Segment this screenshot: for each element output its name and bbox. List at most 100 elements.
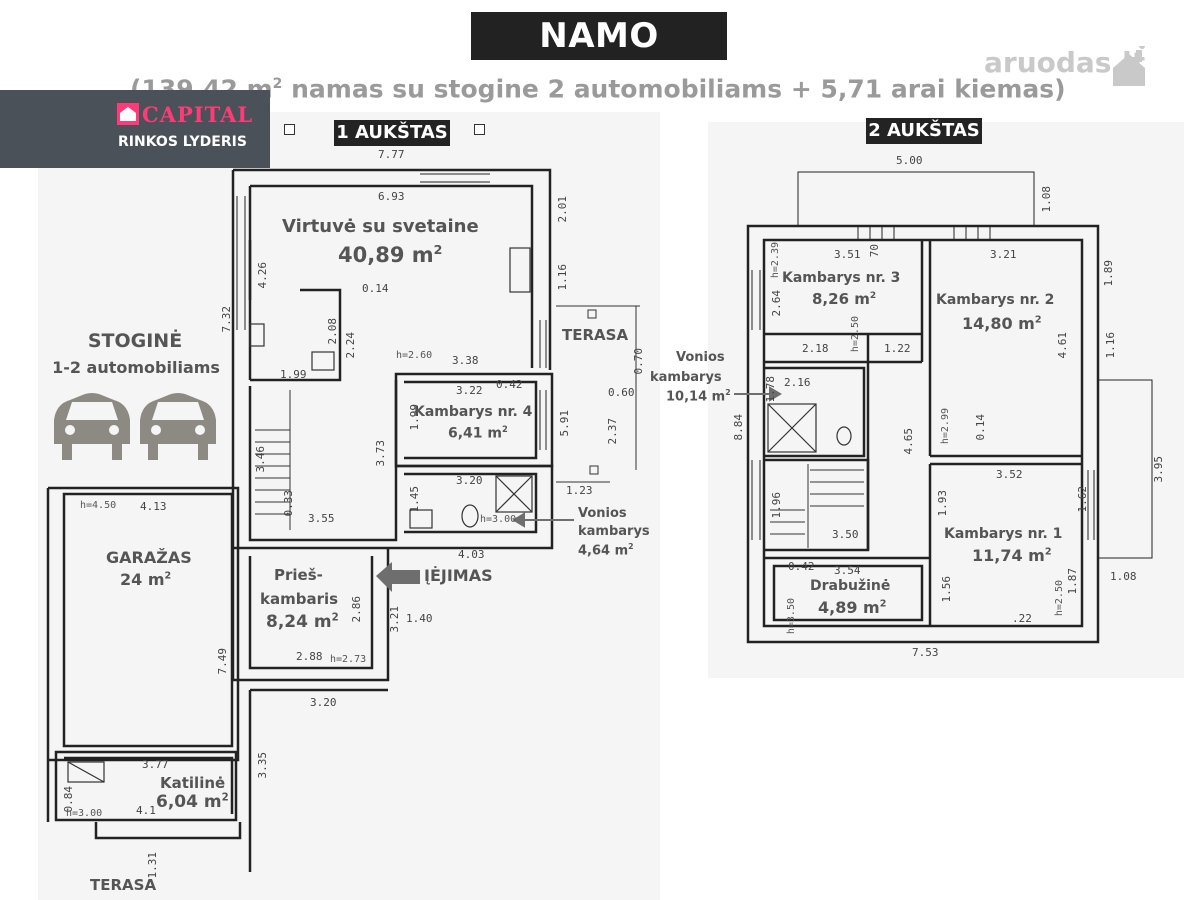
dim: 1.45 bbox=[408, 486, 421, 513]
height-note: h=2.50 bbox=[850, 316, 861, 353]
dim: 3.21 bbox=[388, 606, 401, 633]
room3-area-value: 8,26 m bbox=[812, 290, 870, 308]
dim: 5.00 bbox=[896, 154, 923, 167]
dim: 7.53 bbox=[912, 646, 939, 659]
dim: 0.42 bbox=[496, 378, 523, 391]
marker-square bbox=[474, 124, 485, 135]
room2-area-value: 14,80 m bbox=[962, 314, 1035, 333]
car-icon bbox=[54, 392, 130, 460]
hall-area-unit: 2 bbox=[331, 612, 339, 624]
house-icon bbox=[1113, 46, 1145, 86]
agency-logo: CAPITAL RINKOS LYDERIS bbox=[0, 90, 270, 168]
room1-area-unit: 2 bbox=[1044, 546, 1052, 558]
dim: 4.13 bbox=[140, 500, 167, 513]
dim: 8.84 bbox=[732, 414, 745, 441]
room2-area: 14,80 m2 bbox=[962, 314, 1042, 333]
height-note: h=3.00 bbox=[480, 514, 517, 525]
dim: 3.21 bbox=[990, 248, 1017, 261]
dim: 2.24 bbox=[344, 332, 357, 359]
bath2-area-value: 10,14 m bbox=[666, 389, 726, 405]
dim: 3.35 bbox=[256, 752, 269, 779]
dim: 4.61 bbox=[1056, 332, 1069, 359]
terrace-bottom-label: TERASA bbox=[90, 876, 157, 894]
dim: 6.93 bbox=[378, 190, 405, 203]
kitchen-area-unit: 2 bbox=[433, 242, 443, 257]
bath2-area: 10,14 m2 bbox=[666, 388, 731, 404]
height-note: h=2.99 bbox=[940, 408, 951, 445]
dim: 2.18 bbox=[802, 342, 829, 355]
boiler-area-value: 6,04 m bbox=[156, 792, 222, 812]
dim: 1.31 bbox=[146, 852, 159, 879]
dim: 5.91 bbox=[558, 410, 571, 437]
dim: 2.01 bbox=[556, 196, 569, 223]
dim: 4.26 bbox=[256, 262, 269, 289]
room3-area-unit: 2 bbox=[869, 291, 877, 301]
garage-area-value: 24 m bbox=[120, 570, 165, 589]
dim: 0.42 bbox=[788, 560, 815, 573]
kitchen-area: 40,89 m2 bbox=[338, 242, 442, 267]
dim: 1.08 bbox=[1040, 186, 1053, 213]
garage-area: 24 m2 bbox=[120, 570, 171, 589]
kitchen-area-value: 40,89 m bbox=[338, 243, 434, 267]
floor1-label: 1 AUKŠTAS bbox=[334, 120, 450, 146]
bath1-area: 4,64 m2 bbox=[578, 542, 634, 558]
bath1-area-value: 4,64 m bbox=[578, 543, 629, 559]
dim: 4.03 bbox=[458, 548, 485, 561]
wardrobe-area-value: 4,89 m bbox=[818, 598, 880, 617]
boiler-name: Katilinė bbox=[160, 774, 226, 792]
dim: 1.99 bbox=[280, 368, 307, 381]
room2-area-unit: 2 bbox=[1034, 314, 1042, 326]
dim: 7.49 bbox=[216, 648, 229, 675]
dim: 3.54 bbox=[834, 564, 861, 577]
garage-area-unit: 2 bbox=[164, 570, 172, 582]
garage-name: GARAŽAS bbox=[106, 548, 192, 567]
carport-title: STOGINĖ bbox=[87, 330, 183, 352]
room4-area-unit: 2 bbox=[502, 424, 508, 434]
wardrobe-area: 4,89 m2 bbox=[818, 598, 886, 617]
dim: 3.46 bbox=[254, 446, 267, 473]
car-icon bbox=[140, 392, 216, 460]
dim: 0.70 bbox=[632, 348, 645, 375]
bath1-name2: kambarys bbox=[578, 524, 650, 539]
dim: 0.14 bbox=[362, 282, 389, 295]
carport-subtitle: 1-2 automobiliams bbox=[52, 358, 220, 377]
dim: 3.20 bbox=[310, 696, 337, 709]
boiler-area: 6,04 m2 bbox=[156, 792, 229, 812]
dim: 3.77 bbox=[142, 758, 169, 771]
kitchen-name: Virtuvė su svetaine bbox=[282, 216, 479, 237]
dim: 2.88 bbox=[296, 650, 323, 663]
room1-area: 11,74 m2 bbox=[972, 546, 1052, 565]
dim: 1.23 bbox=[566, 484, 593, 497]
dim: 7.32 bbox=[220, 306, 233, 333]
dim: 1.16 bbox=[1104, 332, 1117, 359]
terrace-top-label: TERASA bbox=[562, 326, 629, 344]
room4-area-value: 6,41 m bbox=[448, 425, 503, 442]
dim: 1.96 bbox=[770, 492, 783, 519]
dim: 1.99 bbox=[408, 404, 421, 431]
dim: 0.14 bbox=[974, 414, 987, 441]
hall-area-value: 8,24 m bbox=[266, 612, 332, 632]
page-subtitle: (139,42 m2 namas su stogine 2 automobili… bbox=[130, 64, 1070, 104]
dim: 1.22 bbox=[884, 342, 911, 355]
height-note: h=2.60 bbox=[396, 350, 433, 361]
wardrobe-name: Drabužinė bbox=[810, 578, 891, 594]
dim: 7.77 bbox=[378, 148, 405, 161]
bath1-area-unit: 2 bbox=[628, 542, 634, 551]
dim: 3.50 bbox=[832, 528, 859, 541]
dim: 0.60 bbox=[608, 386, 635, 399]
height-note: h=4.50 bbox=[80, 500, 117, 511]
dim: 3.38 bbox=[452, 354, 479, 367]
floor2-label: 2 AUKŠTAS bbox=[866, 118, 982, 144]
dim: 2.64 bbox=[770, 290, 783, 317]
dim: 1.40 bbox=[406, 612, 433, 625]
room4-area: 6,41 m2 bbox=[448, 424, 508, 442]
subtitle-sup: 2 bbox=[272, 76, 283, 92]
building-icon bbox=[117, 103, 139, 125]
room1-area-value: 11,74 m bbox=[972, 546, 1045, 565]
bath2-name: Vonios bbox=[676, 350, 725, 365]
dim: 3.95 bbox=[1152, 456, 1165, 483]
wardrobe-area-unit: 2 bbox=[879, 598, 887, 610]
height-note: h=3.00 bbox=[66, 808, 103, 819]
bath2-area-unit: 2 bbox=[725, 388, 731, 397]
